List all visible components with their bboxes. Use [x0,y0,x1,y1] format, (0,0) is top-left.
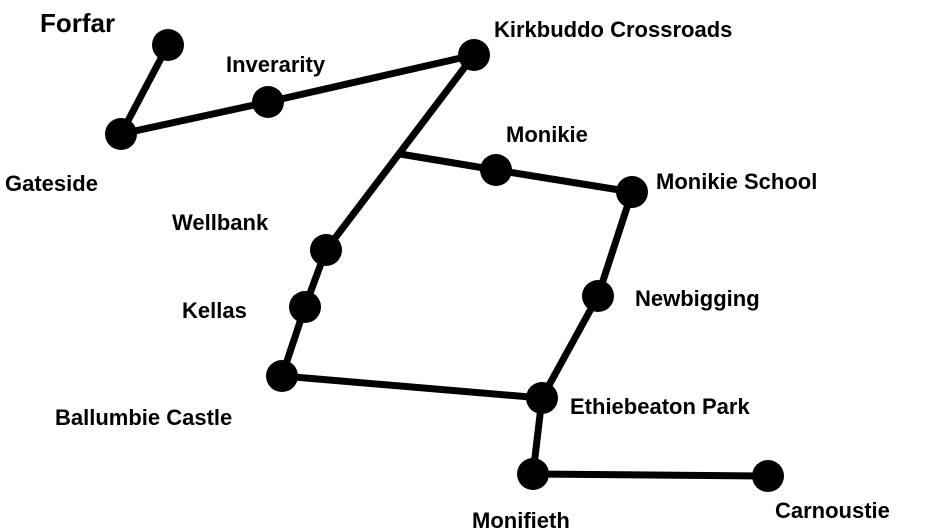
stop-label-ethiebeaton-park: Ethiebeaton Park [570,394,750,419]
stop-label-kellas: Kellas [182,298,247,323]
stop-dot-inverarity [252,86,284,118]
stop-label-carnoustie: Carnoustie [775,498,890,523]
stop-dots [105,29,784,492]
stop-dot-monikie-school [616,176,648,208]
route-segment-kirkbuddo-monikie [396,150,500,174]
stop-label-inverarity: Inverarity [226,52,326,77]
route-segment-monifieth-carnoustie [529,470,772,480]
stop-label-newbigging: Newbigging [635,286,760,311]
route-segment-ballumbie-castle-ethiebeaton-park [278,372,546,402]
stop-dot-kirkbuddo [458,39,490,71]
stop-dot-ballumbie-castle [266,360,298,392]
route-segment-monikie-monikie-school [492,166,636,196]
stop-dot-newbigging [582,280,614,312]
stop-dot-gateside [105,118,137,150]
stop-label-wellbank: Wellbank [172,210,269,235]
stop-label-ballumbie-castle: Ballumbie Castle [55,405,232,430]
stop-dot-wellbank [310,234,342,266]
stop-dot-monikie [480,154,512,186]
stop-dot-kellas [289,291,321,323]
route-segment-monikie-school-newbigging [594,188,636,300]
route-segment-inverarity-kirkbuddo [264,51,478,106]
route-segment-gateside-inverarity [117,98,272,138]
stop-label-monifieth: Monifieth [472,508,570,532]
stop-label-gateside: Gateside [5,171,98,196]
stop-label-monikie-school: Monikie School [656,169,817,194]
stop-label-monikie: Monikie [506,122,588,147]
route-segment-newbigging-ethiebeaton-park [538,292,602,402]
stop-label-forfar: Forfar [40,8,115,38]
stop-label-kirkbuddo: Kirkbuddo Crossroads [494,17,732,42]
stop-dot-forfar [152,29,184,61]
stop-dot-monifieth [517,458,549,490]
route-segment-forfar-gateside [117,41,172,138]
stop-dot-carnoustie [752,460,784,492]
stop-dot-ethiebeaton-park [526,382,558,414]
